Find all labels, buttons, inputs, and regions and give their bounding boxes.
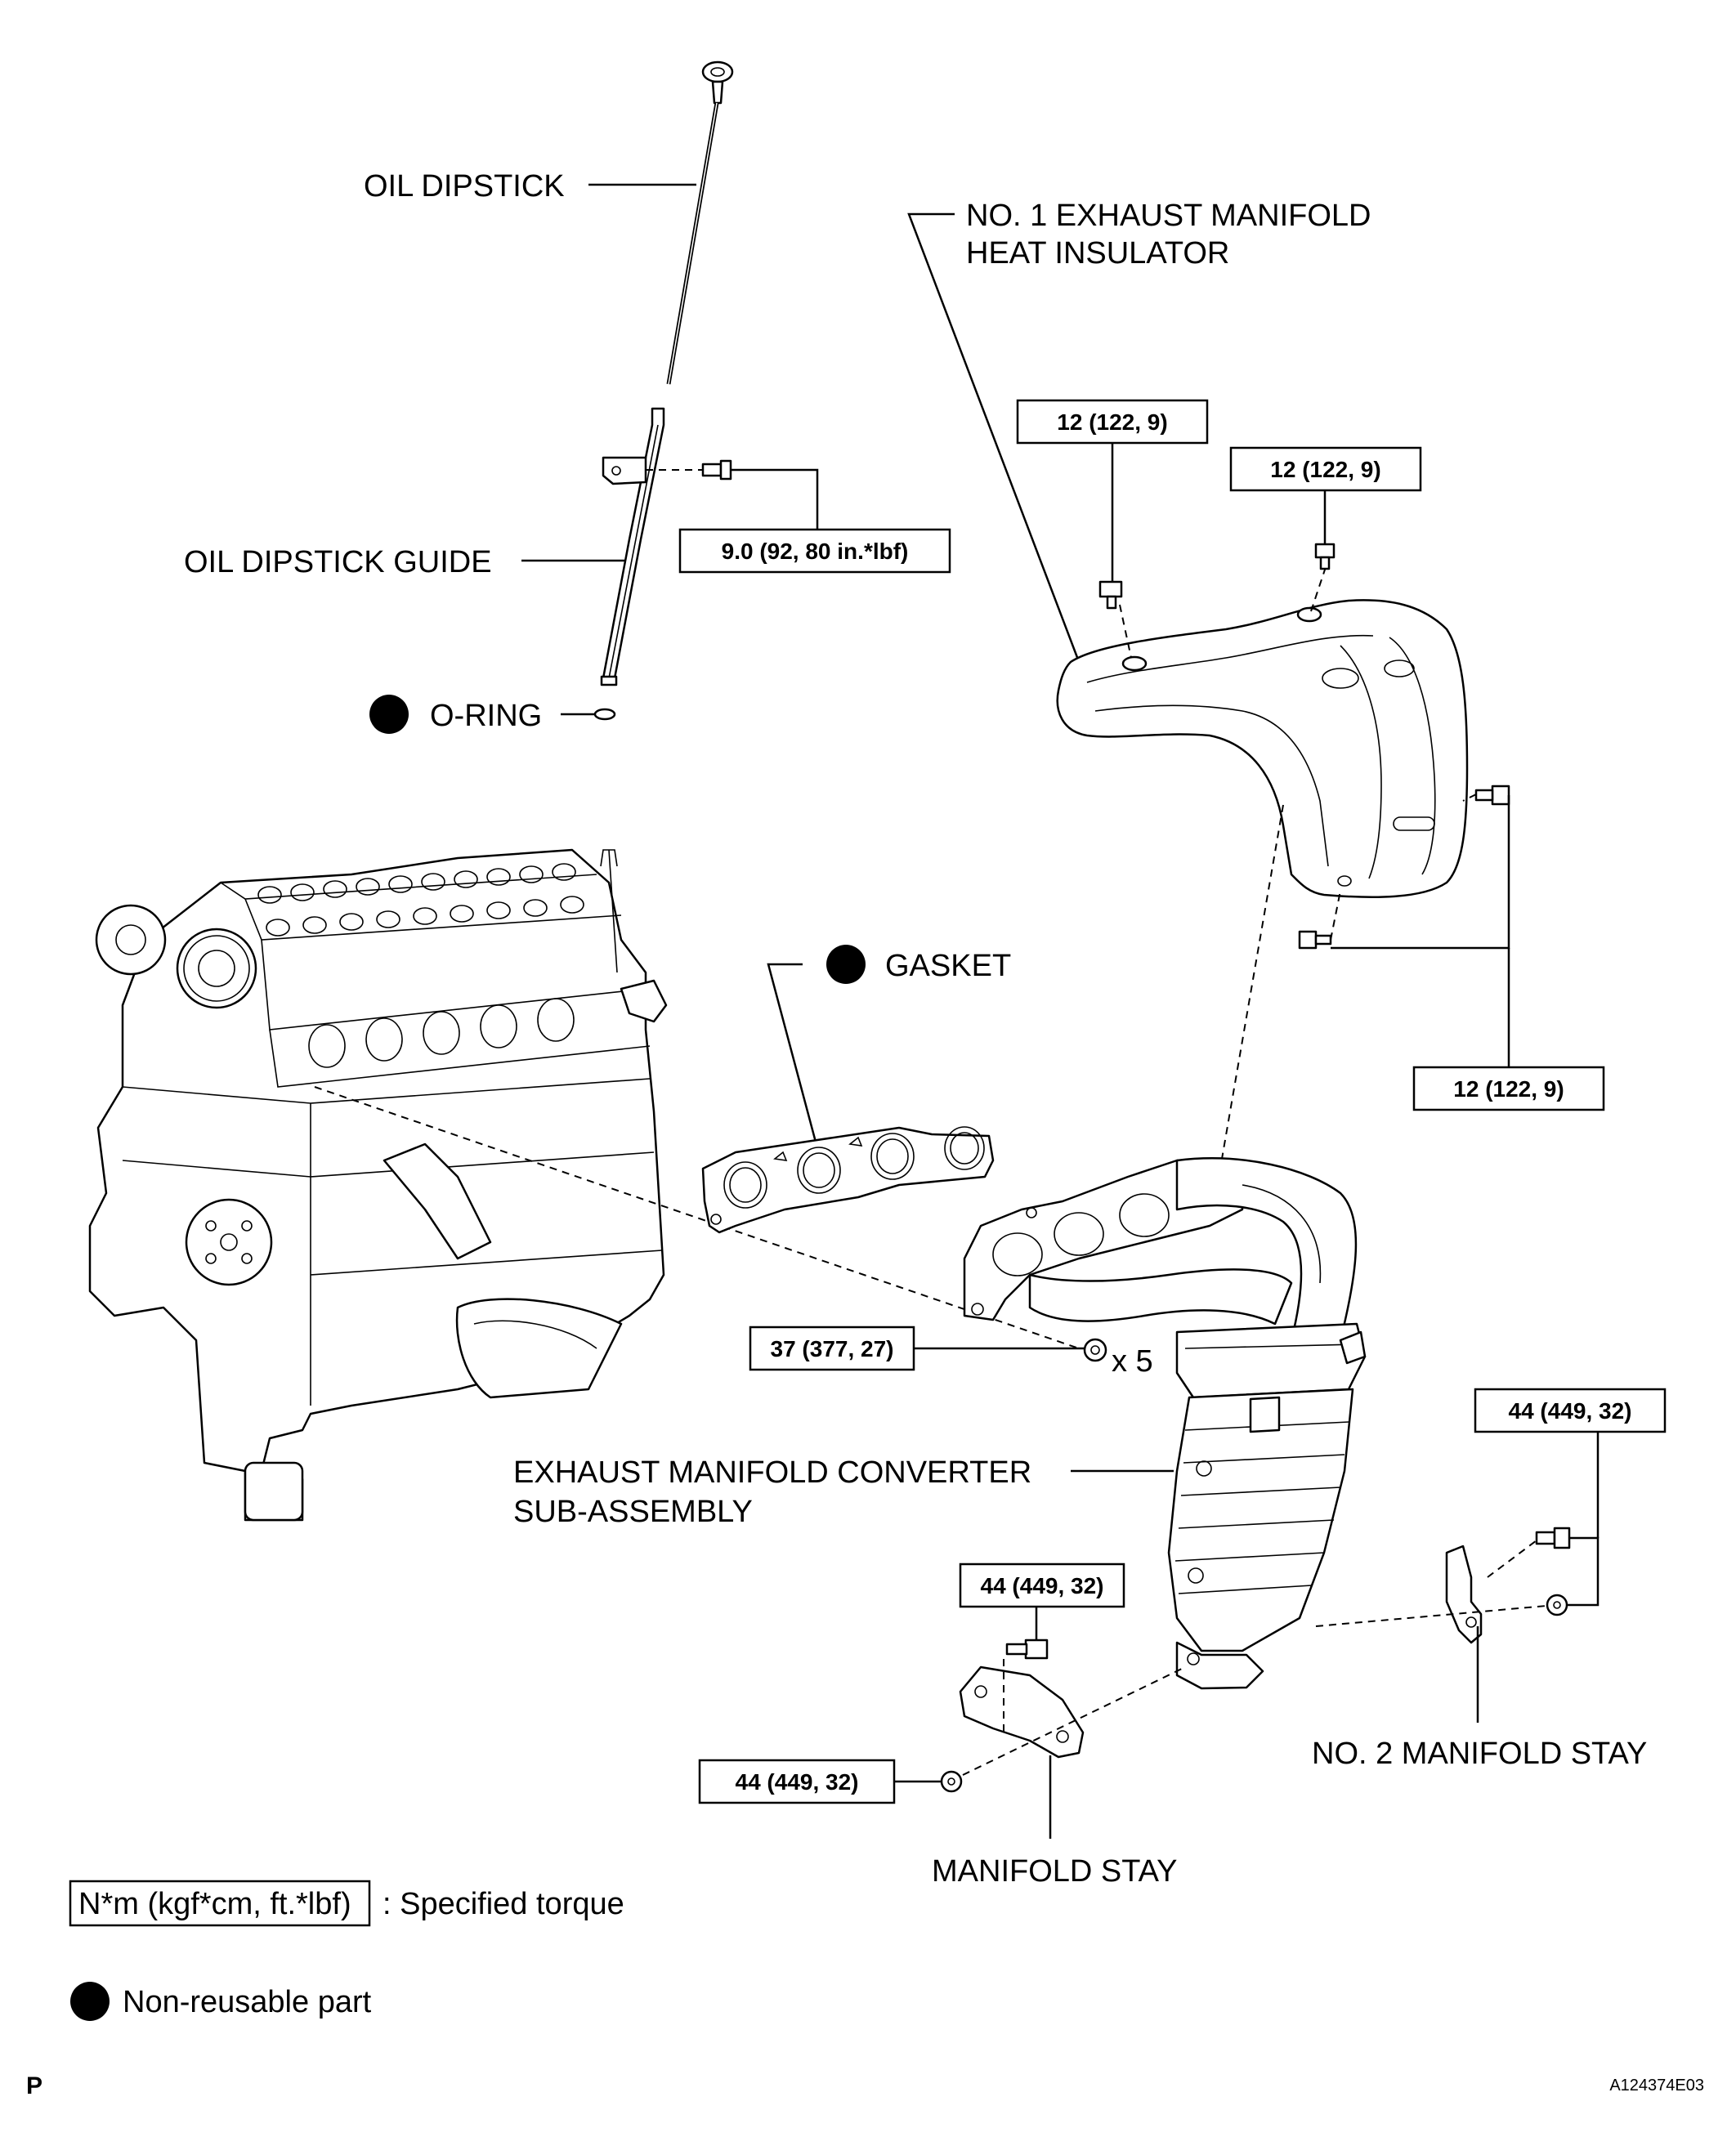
torque-manifold-nut: 37 (377, 27) <box>771 1336 894 1361</box>
oil-dipstick-part <box>666 60 734 385</box>
no2-manifold-stay-label: NO. 2 MANIFOLD STAY <box>1312 1737 1647 1771</box>
legend-torque-box <box>69 1880 371 1927</box>
converter-label-1: EXHAUST MANIFOLD CONVERTER <box>513 1455 1031 1490</box>
torque-box-insulator-top <box>1229 446 1422 492</box>
gasket-part <box>701 1126 995 1234</box>
torque-stay-bolt: 44 (449, 32) <box>981 1573 1104 1598</box>
insulator-bolt-bottom-dash <box>1330 890 1341 941</box>
torque-box-insulator-side <box>1412 1066 1605 1111</box>
stay2-bolt-icon <box>1535 1527 1571 1549</box>
insulator-bolt-top-icon <box>1314 543 1336 570</box>
torque-stay-nut: 44 (449, 32) <box>736 1769 859 1795</box>
oil-dipstick-label: OIL DIPSTICK <box>364 169 565 203</box>
nut-count-label: x 5 <box>1112 1344 1153 1379</box>
torque-insulator-top: 12 (122, 9) <box>1270 457 1380 482</box>
insulator-bolt-left-dash <box>1119 604 1132 659</box>
torque-stay2: 44 (449, 32) <box>1509 1398 1632 1424</box>
insulator-bolt-bottom-icon <box>1298 930 1332 950</box>
stay-bolt-icon <box>1005 1639 1049 1660</box>
o-ring-part <box>593 708 616 721</box>
insulator-bolt-side-dash <box>1462 794 1477 802</box>
converter-label-2: SUB-ASSEMBLY <box>513 1495 753 1529</box>
oil-dipstick-guide-label: OIL DIPSTICK GUIDE <box>184 545 492 579</box>
guide-bolt-icon <box>701 459 732 481</box>
corner-letter: P <box>26 2072 43 2099</box>
nonreusable-dot-gasket <box>826 945 866 984</box>
stay-nut-dash <box>962 1666 1186 1776</box>
manifold-stay-label: MANIFOLD STAY <box>932 1854 1178 1889</box>
insulator-to-manifold-dash <box>1221 804 1284 1160</box>
torque-insulator-side: 12 (122, 9) <box>1453 1076 1564 1102</box>
legend-torque-desc: : Specified torque <box>383 1887 624 1921</box>
no2-manifold-stay-part <box>1445 1545 1483 1644</box>
o-ring-label: O-RING <box>430 699 542 733</box>
oil-dipstick-guide-part <box>600 407 665 686</box>
torque-box-stay-bolt <box>959 1563 1125 1608</box>
heat-insulator-leader <box>907 212 1082 667</box>
torque-box-guide-bolt <box>678 528 951 574</box>
torque-box-stay-nut <box>698 1759 896 1804</box>
heat-insulator-label-1: NO. 1 EXHAUST MANIFOLD <box>966 199 1371 233</box>
torque-insulator-left: 12 (122, 9) <box>1057 409 1167 435</box>
heat-insulator-label-2: HEAT INSULATOR <box>966 236 1229 270</box>
manifold-nut-icon <box>1083 1338 1107 1362</box>
torque-box-stay2 <box>1474 1388 1667 1433</box>
stay2-nut-icon <box>1546 1594 1568 1616</box>
heat-insulator-part <box>1056 599 1469 899</box>
insulator-bolt-side-icon <box>1474 785 1510 806</box>
no2-stay-dash-1 <box>1487 1540 1537 1578</box>
manifold-stay-part <box>959 1665 1085 1759</box>
stay-nut-icon <box>940 1770 963 1793</box>
gasket-leader <box>767 963 819 1149</box>
guide-bolt-leader <box>731 468 819 531</box>
legend-torque-unit: N*m (kgf*cm, ft.*lbf) <box>78 1887 351 1921</box>
insulator-bolt-left-icon <box>1098 580 1123 610</box>
torque-box-manifold-nut <box>749 1326 915 1371</box>
exhaust-manifold-converter-part <box>963 1157 1367 1690</box>
no2-stay-dash-2 <box>1315 1605 1547 1627</box>
block-to-nut-dash <box>314 1086 1080 1349</box>
stay2-bolt-leader <box>1567 1536 1600 1607</box>
engine-block <box>88 848 668 1522</box>
nonreusable-dot-oring <box>369 695 409 734</box>
figure-id: A124374E03 <box>1609 2077 1704 2095</box>
legend-nonreusable-dot <box>70 1982 110 2021</box>
torque-box-insulator-left <box>1016 399 1209 445</box>
legend-nonreusable-desc: Non-reusable part <box>123 1985 372 2019</box>
gasket-label: GASKET <box>885 949 1011 983</box>
torque-guide-bolt: 9.0 (92, 80 in.*lbf) <box>722 539 909 564</box>
